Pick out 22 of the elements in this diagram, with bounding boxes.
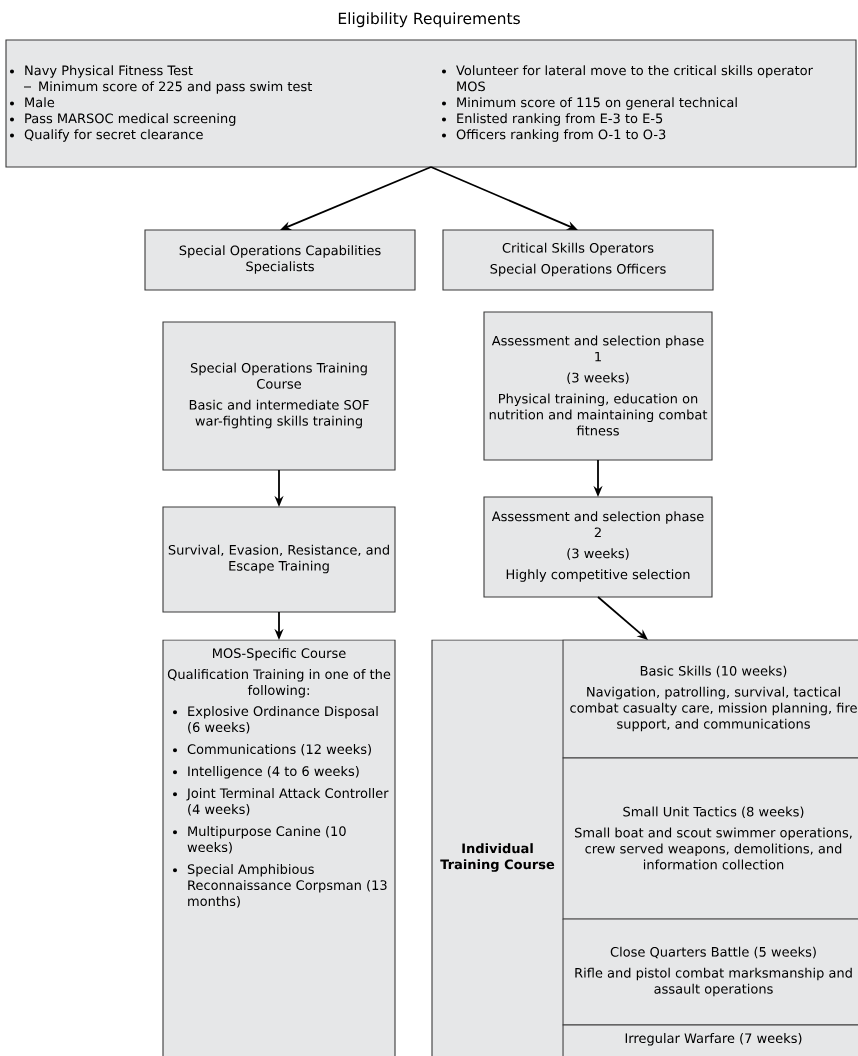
node-label: Navy Physical Fitness Test <box>25 65 193 78</box>
node-label: Pass MARSOC medical screening <box>25 113 236 126</box>
node-label: Enlisted ranking from E-3 to E-5 <box>457 113 663 126</box>
node-label: Officers ranking from O-1 to O-3 <box>456 129 666 142</box>
node-label: Qualify for secret clearance <box>24 129 203 142</box>
process-box: Special Operations Training Course Basic and intermediate SOF war-fighting skills training <box>162 321 396 471</box>
process-box: Special Operations Capabilities Specialists <box>144 229 416 291</box>
process-box: Critical Skills Operators Special Operations Officers <box>442 229 714 291</box>
requirements-box: Navy Physical Fitness Test Minimum score of 225 and pass swim test Male Pass MARSOC medical screening Qualify for secret clearance Volunteer for lateral move to the critical skills operator MOS Minimum score of 115 on general technical Enlisted ranking from E-3 to E-5 Officers ranking from O-1 to O-3 <box>5 39 857 168</box>
arrow <box>597 596 648 640</box>
heading: Eligibility Requirements <box>338 12 520 28</box>
node-label: Male <box>25 97 55 108</box>
process-box: Assessment and selection phase 1 (3 weeks) Physical training, education on nutrition and maintaining combat fitness <box>483 311 713 461</box>
node-label: Minimum score of 115 on general technical <box>457 97 737 110</box>
process-box: Assessment and selection phase 2 (3 weeks) Highly competitive selection <box>483 496 713 598</box>
process-box: MOS-Specific Course Qualification Training in one of the following: Explosive Ordinance Disposal (6 weeks) Communications (12 weeks) Intelligence (4 to 6 weeks) Joint Terminal Attack Controller (4 weeks) Multipurpose Canine (10 weeks) Special Amphibious Reconnaissance Corpsman (13 months) <box>162 639 396 1056</box>
process-box: Irregular Warfare (7 weeks) <box>562 1024 858 1056</box>
process-box: Survival, Evasion, Resistance, and Escape Training <box>162 506 396 613</box>
node-label: Minimum score of 225 and pass swim test <box>39 81 313 94</box>
process-box: Small Unit Tactics (8 weeks) Small boat and scout swimmer operations, crew served weapons, demolitions, and information collection <box>562 757 858 920</box>
node-label: Volunteer for lateral move to the critical skills operator MOS <box>456 65 813 92</box>
process-box: Basic Skills (10 weeks) Navigation, patrolling, survival, tactical combat casualty care, mission planning, fire support, and communications <box>562 639 858 759</box>
